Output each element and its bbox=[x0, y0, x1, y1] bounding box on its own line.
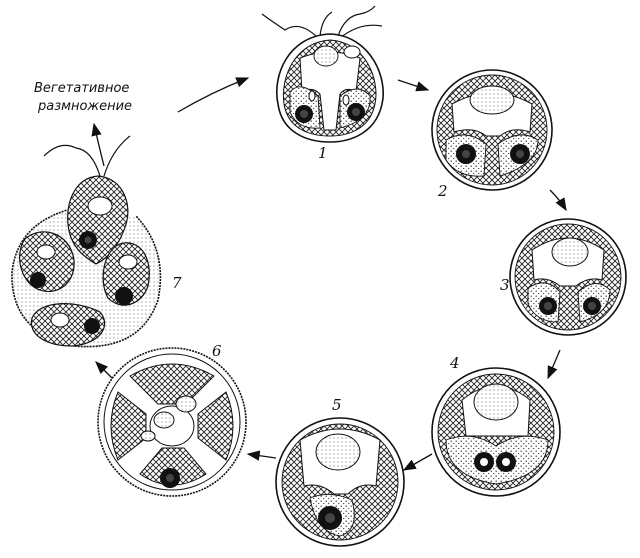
stage-4-label: 4 bbox=[449, 354, 460, 372]
arrow-6-to-7 bbox=[95, 361, 113, 379]
stage-3-cell bbox=[509, 218, 627, 336]
arrow-to-caption bbox=[91, 122, 105, 167]
vegetative-reproduction-caption: Вегетативное размножение bbox=[34, 81, 132, 114]
arrow-2-to-3 bbox=[549, 189, 567, 212]
stage-2-label: 2 bbox=[437, 182, 448, 200]
stage-5-cell bbox=[275, 417, 405, 547]
stage-6-cell bbox=[97, 347, 247, 497]
stage-7-label: 7 bbox=[172, 274, 182, 292]
svg-text:размножение: размножение bbox=[37, 99, 132, 114]
stage-6-label: 6 bbox=[212, 342, 222, 360]
arrow-7-to-1 bbox=[177, 77, 250, 113]
arrow-5-to-6 bbox=[246, 450, 277, 461]
arrow-4-to-5 bbox=[402, 453, 433, 471]
svg-text:Вегетативное: Вегетативное bbox=[34, 81, 129, 96]
arrow-3-to-4 bbox=[547, 349, 561, 380]
arrow-1-to-2 bbox=[397, 79, 430, 92]
stage-1-cell bbox=[261, 5, 384, 143]
cycle-arrows bbox=[91, 77, 567, 471]
stage-3-label: 3 bbox=[500, 276, 510, 294]
stage-1-label: 1 bbox=[318, 144, 328, 162]
stage-7-cell bbox=[11, 135, 162, 348]
stage-4-cell bbox=[431, 367, 561, 497]
stage-2-cell bbox=[431, 69, 553, 191]
stage-5-label: 5 bbox=[332, 396, 342, 414]
